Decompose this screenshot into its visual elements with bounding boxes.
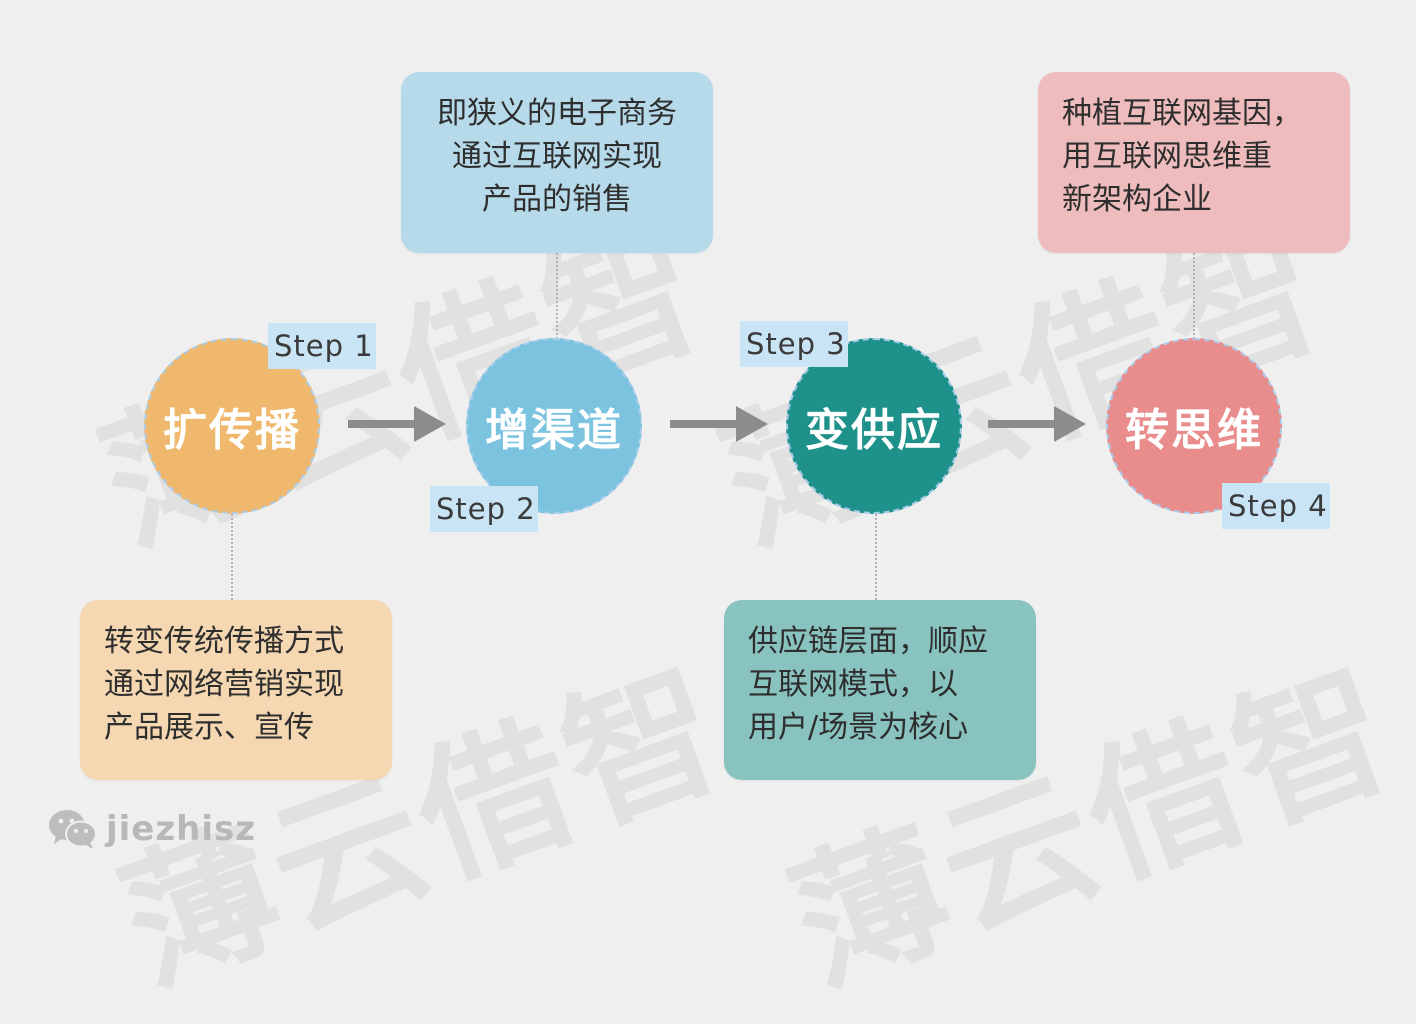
arrow-right-icon xyxy=(670,406,768,442)
step-3-title: 变供应 xyxy=(805,405,943,456)
step-2-title: 增渠道 xyxy=(485,405,623,456)
description-line: 产品展示、宣传 xyxy=(104,710,314,745)
description-line: 互联网模式，以 xyxy=(748,667,958,702)
description-line: 转变传统传播方式 xyxy=(104,624,344,659)
description-line: 即狭义的电子商务 xyxy=(437,96,677,131)
connector-line xyxy=(556,253,558,339)
step-2-tag: Step 2 xyxy=(430,486,538,532)
connector-line xyxy=(1193,253,1195,339)
description-line: 种植互联网基因， xyxy=(1062,96,1302,131)
wechat-icon xyxy=(49,810,97,849)
connector-line xyxy=(231,514,233,600)
arrow-right-icon xyxy=(348,406,446,442)
description-line: 用互联网思维重 xyxy=(1062,139,1272,174)
connector-line xyxy=(875,514,877,600)
description-line: 供应链层面，顺应 xyxy=(748,624,988,659)
description-line: 用户/场景为核心 xyxy=(748,710,969,745)
description-line: 新架构企业 xyxy=(1062,182,1212,217)
step-3-circle: 变供应 xyxy=(786,338,962,514)
step-1-title: 扩传播 xyxy=(163,405,301,456)
step-4-title: 转思维 xyxy=(1125,405,1263,456)
step-3-tag: Step 3 xyxy=(740,321,848,367)
arrow-right-icon xyxy=(988,406,1086,442)
step-1-description: 转变传统传播方式 通过网络营销实现 产品展示、宣传 xyxy=(80,600,392,780)
step-1-tag: Step 1 xyxy=(268,323,376,369)
description-line: 产品的销售 xyxy=(482,182,632,217)
description-line: 通过互联网实现 xyxy=(452,139,662,174)
brand-logo: jiezhisz xyxy=(48,808,256,850)
step-4-description: 种植互联网基因， 用互联网思维重 新架构企业 xyxy=(1038,72,1350,253)
step-2-description: 即狭义的电子商务 通过互联网实现 产品的销售 xyxy=(401,72,713,253)
description-line: 通过网络营销实现 xyxy=(104,667,344,702)
brand-name: jiezhisz xyxy=(106,809,257,849)
diagram-canvas: 薄云借智 薄云借智 薄云借智 薄云借智 扩传播 增渠道 变供应 转思维 Step… xyxy=(48,72,1416,1016)
step-4-tag: Step 4 xyxy=(1222,483,1330,529)
step-2-circle: 增渠道 xyxy=(466,338,642,514)
step-3-description: 供应链层面，顺应 互联网模式，以 用户/场景为核心 xyxy=(724,600,1036,780)
